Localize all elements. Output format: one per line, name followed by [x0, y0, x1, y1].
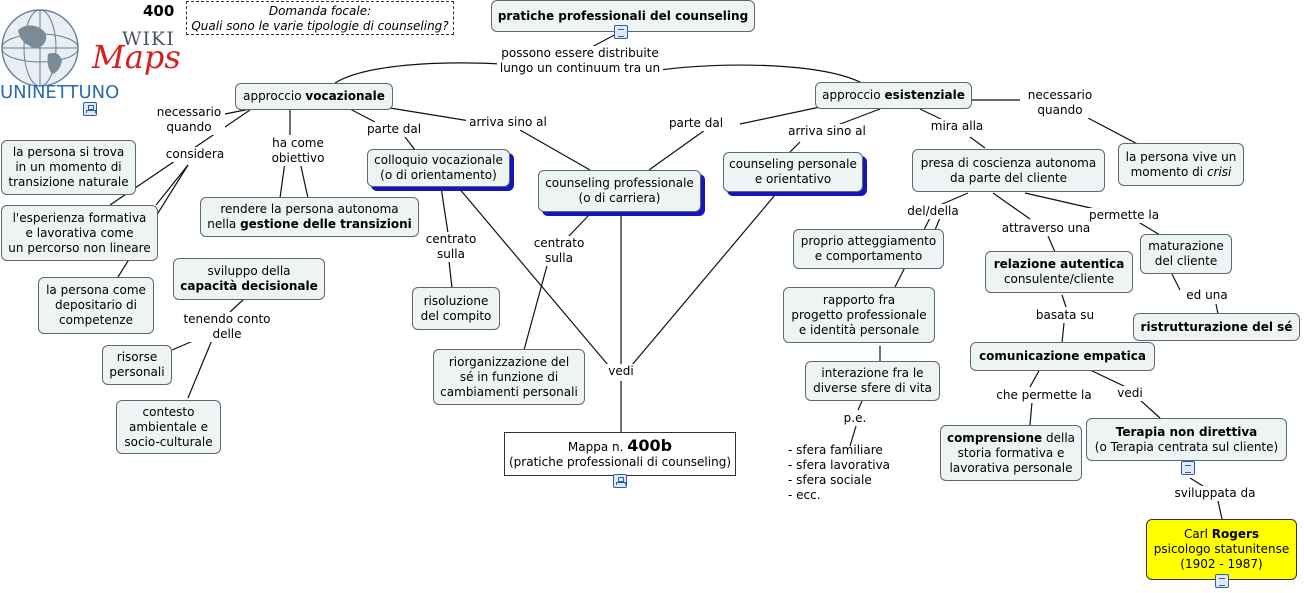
logo-brand-text: UNINETTUNO [0, 82, 120, 103]
node-persona-autonoma[interactable]: rendere la persona autonoma nella gestio… [200, 197, 419, 237]
node-colloquio-vocazionale[interactable]: colloquio vocazionale(o di orientamento) [367, 149, 510, 187]
example-item: - sfera sociale [788, 473, 872, 487]
node-approccio-vocazionale[interactable]: approccio vocazionale [235, 83, 393, 110]
label-parte-dal-vocazionale: parte dal [364, 122, 424, 137]
node-counseling-professionale[interactable]: counseling professionale(o di carriera) [538, 170, 701, 212]
logo-maps-text: Maps [92, 38, 181, 76]
map-number: 400 [143, 2, 175, 20]
node-momento-crisi[interactable]: la persona vive un momento di crisi [1118, 143, 1244, 186]
label-del-della: del/della [904, 204, 962, 219]
logo-wiki-text: WIKI [122, 28, 175, 50]
globe-icon [1, 9, 79, 87]
node-terapia-non-direttiva[interactable]: Terapia non direttiva(o Terapia centrata… [1086, 418, 1287, 461]
node-ristrutturazione[interactable]: ristrutturazione del sé [1133, 313, 1300, 341]
focal-question-text: Quali sono le varie tipologie di counsel… [191, 19, 449, 33]
example-item: - ecc. [788, 488, 821, 502]
wikimaps-uninettuno-logo: WIKI Maps UNINETTUNO [0, 0, 182, 106]
label-vedi-terapia: vedi [1114, 386, 1146, 401]
note-icon[interactable] [1181, 461, 1195, 475]
label-attraverso-una: attraverso una [999, 221, 1093, 236]
node-mappa-400b[interactable]: Mappa n. 400b (pratiche professionali di… [504, 432, 736, 476]
note-icon[interactable] [614, 25, 628, 39]
map-link-icon[interactable] [83, 102, 97, 116]
label-ed-una: ed una [1184, 288, 1230, 303]
label-mira-alla: mira alla [928, 119, 986, 134]
focal-question-box: Domanda focale: Quali sono le varie tipo… [186, 1, 454, 35]
label-arriva-esistenziale: arriva sino al [785, 124, 869, 139]
label-che-permette: che permette la [994, 388, 1094, 403]
label-pe: p.e. [838, 411, 872, 426]
label-vedi-center: vedi [604, 364, 638, 379]
node-comunicazione-empatica[interactable]: comunicazione empatica [970, 342, 1155, 371]
label-considera: considera [164, 147, 226, 162]
node-carl-rogers[interactable]: Carl Rogers psicologo statunitense(1902 … [1146, 519, 1297, 580]
example-item: - sfera lavorativa [788, 458, 891, 472]
label-arriva-vocazionale: arriva sino al [466, 115, 550, 130]
label-parte-dal-esistenziale: parte dal [666, 116, 726, 131]
focal-question-heading: Domanda focale: [268, 4, 372, 18]
example-item: - sfera familiare [788, 443, 883, 457]
node-title-text: pratiche professionali del counseling [497, 8, 749, 23]
label-basata-su: basata su [1032, 308, 1098, 323]
map-link-icon[interactable] [613, 474, 627, 488]
label-permette-la: permette la [1087, 208, 1161, 223]
note-icon[interactable] [1215, 574, 1229, 588]
label-sviluppata-da: sviluppata da [1172, 486, 1258, 501]
examples-list: - sfera familiare - sfera lavorativa - s… [788, 443, 890, 503]
node-approccio-esistenziale[interactable]: approccio esistenziale [815, 82, 972, 109]
